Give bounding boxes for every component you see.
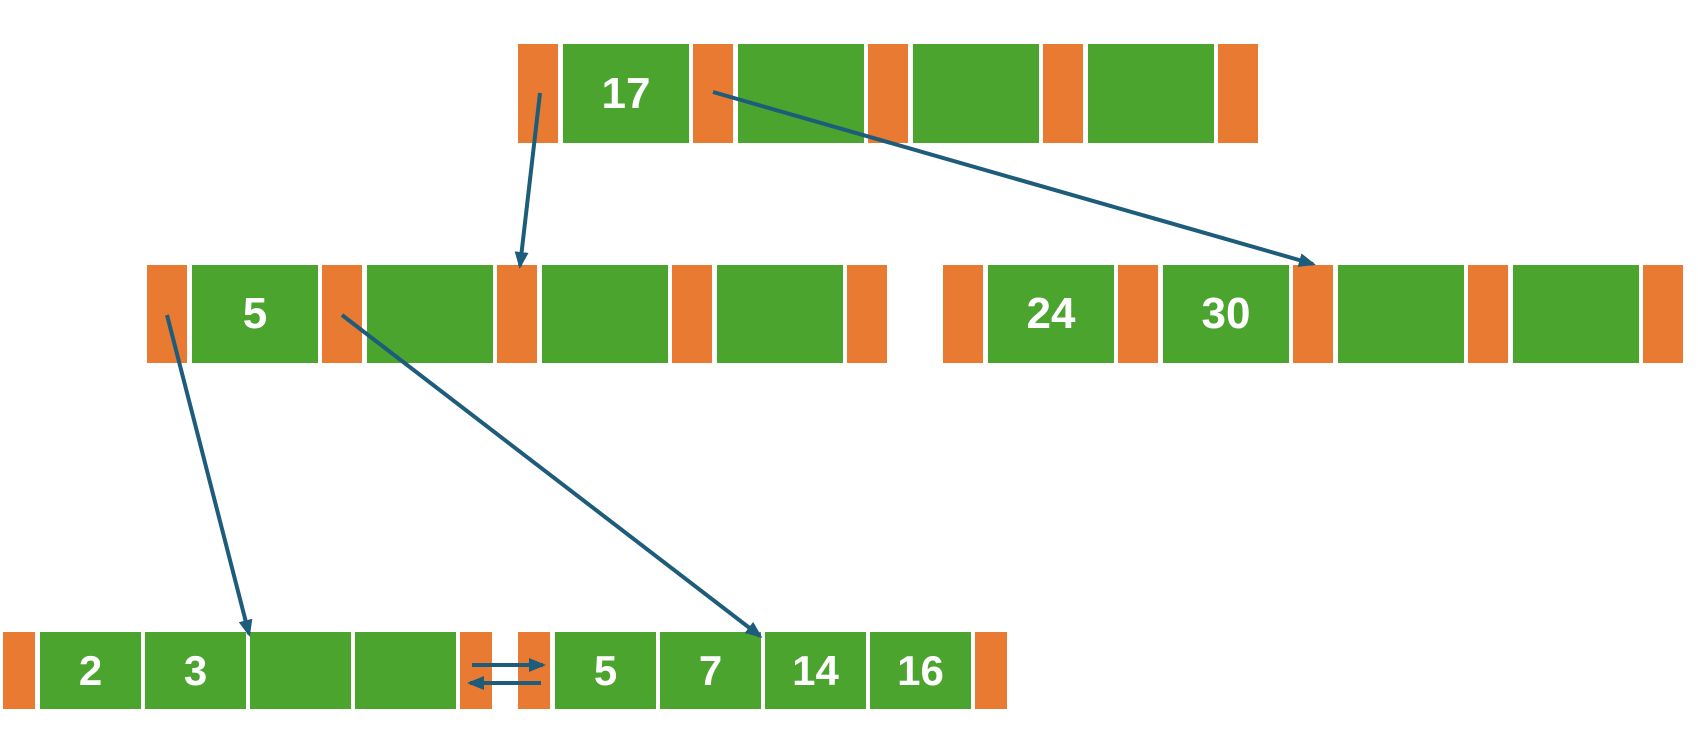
pointer-cell xyxy=(518,44,558,143)
pointer-cell xyxy=(3,632,35,709)
key-cell xyxy=(542,265,668,363)
key-cell xyxy=(367,265,493,363)
pointer-cell xyxy=(847,265,887,363)
pointer-cell xyxy=(1218,44,1258,143)
key-cell: 24 xyxy=(988,265,1114,363)
btree-node-root: 17 xyxy=(518,44,1258,143)
key-cell xyxy=(355,632,456,709)
key-cell xyxy=(1513,265,1639,363)
pointer-cell xyxy=(868,44,908,143)
key-cell xyxy=(1088,44,1214,143)
btree-node-internal-left: 5 xyxy=(147,265,887,363)
btree-node-internal-right: 24 30 xyxy=(943,265,1683,363)
key-cell: 17 xyxy=(563,44,689,143)
key-cell: 30 xyxy=(1163,265,1289,363)
internal-to-leaf-right-arrow xyxy=(340,313,763,638)
pointer-cell xyxy=(943,265,983,363)
key-cell xyxy=(738,44,864,143)
key-cell: 2 xyxy=(40,632,141,709)
key-cell xyxy=(1338,265,1464,363)
key-cell: 7 xyxy=(660,632,761,709)
pointer-cell xyxy=(1043,44,1083,143)
pointer-cell xyxy=(147,265,187,363)
key-cell: 5 xyxy=(192,265,318,363)
pointer-cell xyxy=(322,265,362,363)
key-cell: 14 xyxy=(765,632,866,709)
pointer-cell xyxy=(975,632,1007,709)
pointer-cell xyxy=(497,265,537,363)
key-cell xyxy=(913,44,1039,143)
key-cell: 5 xyxy=(555,632,656,709)
pointer-cell xyxy=(518,632,550,709)
key-cell xyxy=(717,265,843,363)
key-cell: 16 xyxy=(870,632,971,709)
pointer-cell xyxy=(1468,265,1508,363)
pointer-cell xyxy=(1118,265,1158,363)
key-cell xyxy=(250,632,351,709)
pointer-cell xyxy=(1293,265,1333,363)
key-cell: 3 xyxy=(145,632,246,709)
pointer-cell xyxy=(693,44,733,143)
pointer-cell xyxy=(1643,265,1683,363)
pointer-cell xyxy=(460,632,492,709)
pointer-cell xyxy=(672,265,712,363)
